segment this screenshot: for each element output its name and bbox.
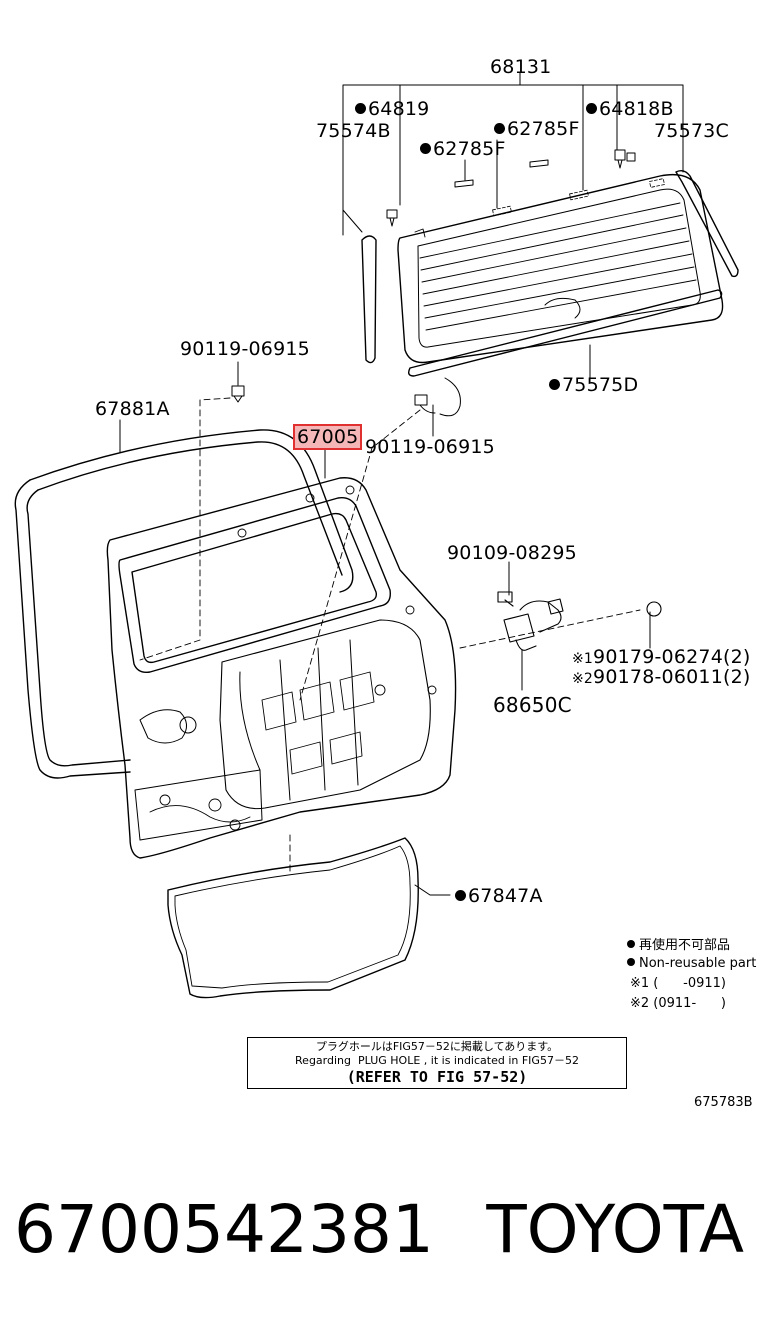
part-label-75574B: 75574B xyxy=(316,120,391,142)
part-number: 75575D xyxy=(562,374,639,396)
side-moldings xyxy=(361,169,739,377)
ref-mark: ※2 xyxy=(572,671,594,687)
part-number: 62785F xyxy=(433,138,506,160)
non-reusable-dot-icon xyxy=(420,143,431,154)
part-label-62785F-upper: 62785F xyxy=(494,118,580,140)
part-number: 64819 xyxy=(368,98,430,120)
part-label-90119-06915-lower: 90119-06915 xyxy=(365,436,495,458)
legend-text: Non-reusable part xyxy=(639,956,757,971)
non-reusable-dot-icon xyxy=(455,890,466,901)
part-number: 67847A xyxy=(468,885,543,907)
dashed-reference-lines xyxy=(139,397,641,876)
part-label-90179-06274: ※190179-06274(2) xyxy=(572,646,751,670)
part-number: 90179-06274(2) xyxy=(593,646,751,668)
legend-non-reusable-en: Non-reusable part xyxy=(627,956,756,972)
part-number-title: 6700542381 xyxy=(14,1191,434,1268)
note-jp: プラグホールはFIG57－52に掲載してあります。 xyxy=(315,1040,559,1053)
footer: 6700542381 TOYOTA xyxy=(12,1190,752,1270)
reference-note-box: プラグホールはFIG57－52に掲載してあります。 Regarding PLUG… xyxy=(247,1037,627,1089)
figure-code: 675783B xyxy=(694,1095,753,1110)
part-number: 64818B xyxy=(599,98,674,120)
part-label-67881A: 67881A xyxy=(95,398,170,420)
part-label-68650C: 68650C xyxy=(493,693,572,717)
part-label-64818B: 64818B xyxy=(586,98,674,120)
non-reusable-dot-icon xyxy=(549,379,560,390)
brand-name: TOYOTA xyxy=(486,1191,744,1268)
legend-range-1: ※1 ( -0911) xyxy=(630,976,727,991)
note-refer: (REFER TO FIG 57-52) xyxy=(346,1068,528,1086)
legend-range-2: ※2 (0911- ) xyxy=(630,996,727,1011)
non-reusable-dot-icon xyxy=(586,103,597,114)
part-number: 62785F xyxy=(507,118,580,140)
legend-dot-icon xyxy=(627,940,635,948)
highlighted-part-number[interactable]: 67005 xyxy=(293,424,363,450)
part-label-68131: 68131 xyxy=(490,56,552,78)
part-label-90119-06915-upper: 90119-06915 xyxy=(180,338,310,360)
part-number: 90178-06011(2) xyxy=(593,666,751,688)
part-label-75575D: 75575D xyxy=(549,374,638,396)
part-label-67005[interactable]: 67005 xyxy=(293,424,363,450)
part-label-62785F-lower: 62785F xyxy=(420,138,506,160)
legend-text: 再使用不可部品 xyxy=(639,938,731,953)
note-en: Regarding PLUG HOLE , it is indicated in… xyxy=(295,1054,579,1067)
leader-lines xyxy=(119,71,684,896)
non-reusable-dot-icon xyxy=(494,123,505,134)
tailgate-parts-diagram xyxy=(14,71,739,999)
rear-glass xyxy=(397,173,724,364)
legend-dot-icon xyxy=(627,958,635,966)
part-label-90178-06011: ※290178-06011(2) xyxy=(572,666,751,690)
back-door-panel xyxy=(106,477,457,859)
part-label-67847A: 67847A xyxy=(455,885,543,907)
service-hole-cover xyxy=(167,837,419,999)
clips xyxy=(231,149,636,417)
weatherstrip xyxy=(14,429,354,779)
ref-mark: ※1 xyxy=(572,651,594,667)
non-reusable-dot-icon xyxy=(355,103,366,114)
lock-assembly xyxy=(497,591,662,651)
legend-non-reusable-jp: 再使用不可部品 xyxy=(627,938,730,954)
part-label-75573C: 75573C xyxy=(654,120,729,142)
part-label-64819: 64819 xyxy=(355,98,429,120)
part-label-90109-08295: 90109-08295 xyxy=(447,542,577,564)
